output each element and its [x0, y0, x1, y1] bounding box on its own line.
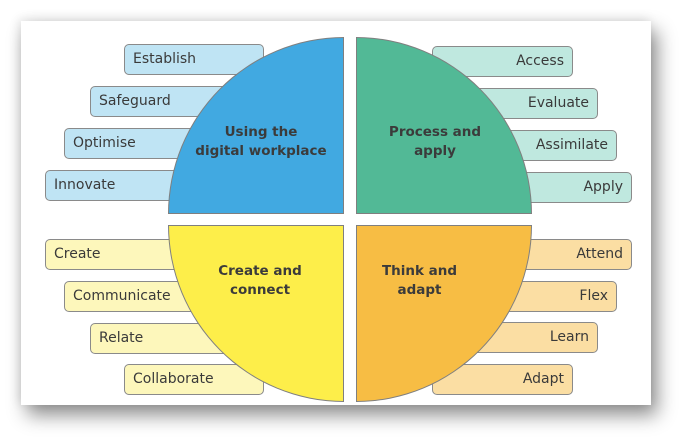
quadrant-title-line: apply: [414, 143, 456, 159]
quadrant-title-line: Create and: [218, 263, 302, 279]
quadrant-title-line: digital workplace: [195, 143, 327, 159]
quadrant-title-top-left: Using the digital workplace: [186, 123, 336, 161]
quadrant-title-line: connect: [229, 282, 291, 298]
quadrant-title-bottom-right: Think and adapt: [357, 262, 482, 300]
pill-create: Create: [45, 239, 185, 270]
pill-collaborate: Collaborate: [124, 364, 264, 395]
pill-innovate: Innovate: [45, 170, 185, 201]
quadrant-title-line: adapt: [397, 282, 442, 298]
quadrant-title-line: Think and: [381, 263, 458, 279]
quadrant-title-line: Process and: [388, 124, 482, 140]
quadrant-title-top-right: Process and apply: [355, 123, 515, 161]
quadrant-title-bottom-left: Create and connect: [185, 262, 335, 300]
pill-apply: Apply: [512, 172, 632, 203]
pill-attend: Attend: [512, 239, 632, 270]
quadrant-title-line: Using the: [224, 124, 298, 140]
